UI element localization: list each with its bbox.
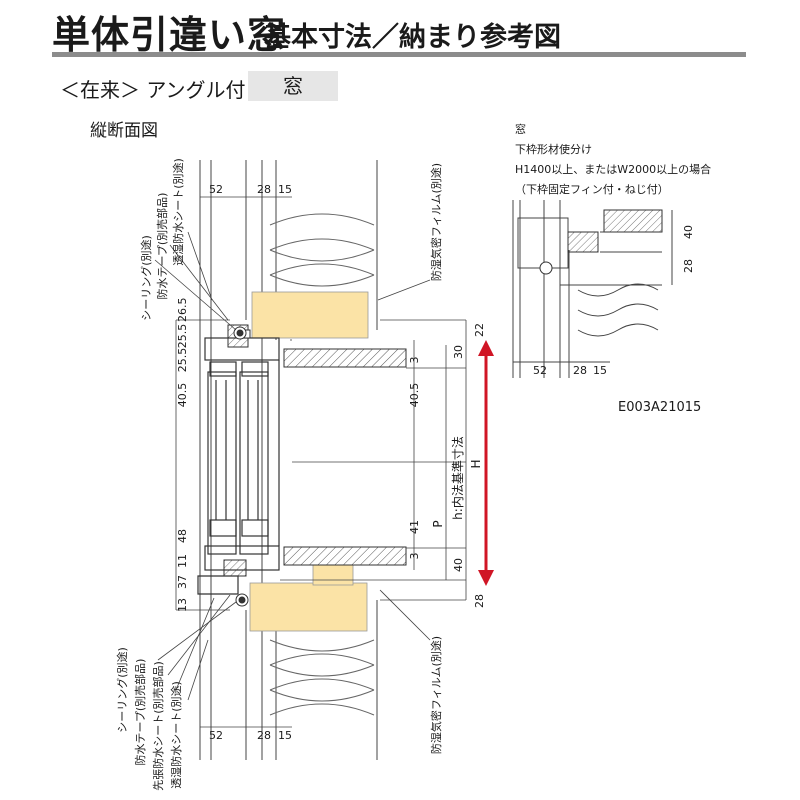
header-timber xyxy=(251,291,369,339)
page-title: 単体引違い窓 xyxy=(52,13,287,57)
dim-bottom-52: 52 xyxy=(209,729,223,742)
dim-left-1: 25.5 xyxy=(176,324,189,349)
insulation-lower xyxy=(269,639,375,716)
window-tag: 窓 xyxy=(248,71,338,101)
dim-right-30: 30 xyxy=(452,345,465,359)
dim-right-40-5: 40.5 xyxy=(408,383,421,408)
note-line-1: 窓 xyxy=(515,123,526,136)
note-line-2: 下枠形材使分け xyxy=(515,143,592,156)
inset-dim-28-right: 28 xyxy=(682,259,695,273)
dim-top-28: 28 xyxy=(257,183,271,196)
label-sheet-lower: 透湿防水シート(別途) xyxy=(169,681,183,789)
label-p: P xyxy=(431,520,445,527)
dim-bottom-28: 28 xyxy=(257,729,271,742)
inset-dim-52: 52 xyxy=(533,364,547,377)
title-rule xyxy=(52,52,746,57)
label-sealing-upper: シーリング(別途) xyxy=(139,235,153,321)
inset-hatch-lower xyxy=(567,231,599,253)
page-subtitle: 基本寸法／納まり参考図 xyxy=(264,22,561,53)
inset-dim-28: 28 xyxy=(573,364,587,377)
leader-lines xyxy=(154,231,431,701)
dim-top-15: 15 xyxy=(278,183,292,196)
h-arrow xyxy=(478,340,494,586)
dim-left-3: 25.5 xyxy=(176,348,189,373)
section-title: 縦断面図 xyxy=(90,121,158,141)
dim-left-6: 11 xyxy=(176,554,189,568)
dim-left-4: 40.5 xyxy=(176,383,189,408)
dimension-lines xyxy=(175,196,467,728)
label-sheet-upper: 透湿防水シート(別途) xyxy=(171,158,185,266)
dim-left-7: 37 xyxy=(176,575,189,589)
interior-board-lower xyxy=(283,546,407,566)
dim-left-8: 13 xyxy=(176,598,189,612)
sill-hatch-block xyxy=(223,559,247,577)
label-film-lower: 防湿気密フィルム(別途) xyxy=(429,636,443,754)
type-label: ＜在来＞ アングル付 xyxy=(60,78,246,102)
drawing-code: E003A21015 xyxy=(618,400,702,415)
dim-bottom-15: 15 xyxy=(278,729,292,742)
inset-dim-40: 40 xyxy=(682,225,695,239)
dim-right-3-lower: 3 xyxy=(408,553,421,560)
label-h: H xyxy=(469,459,483,468)
inset-hatch-upper xyxy=(603,209,663,233)
label-film-upper: 防湿気密フィルム(別途) xyxy=(429,163,443,281)
dim-right-28: 28 xyxy=(473,594,486,608)
insulation-upper xyxy=(269,213,375,287)
note-line-4: （下枠固定フィン付・ねじ付） xyxy=(515,183,669,196)
window-frame xyxy=(197,337,280,595)
sealant-beads xyxy=(233,326,249,607)
label-tape-upper: 防水テープ(別売部品) xyxy=(155,193,169,300)
dim-right-3-upper: 3 xyxy=(408,357,421,364)
note-line-3: H1400以上、またはW2000以上の場合 xyxy=(515,163,712,176)
dim-right-22: 22 xyxy=(473,323,486,337)
label-sealing-lower: シーリング(別途) xyxy=(115,647,129,733)
label-tape-lower: 防水テープ(別売部品) xyxy=(133,659,147,766)
label-precursor-sheet: 先張防水シート(別売部品) xyxy=(151,661,165,791)
interior-board-upper xyxy=(283,348,407,368)
inset-seal xyxy=(539,261,553,275)
dim-right-41: 41 xyxy=(408,520,421,534)
inset-dim-15: 15 xyxy=(593,364,607,377)
label-inner-std: h:内法基準寸法 xyxy=(450,436,465,520)
dim-left-5: 48 xyxy=(176,529,189,543)
dim-top-52: 52 xyxy=(209,183,223,196)
dim-right-40: 40 xyxy=(452,558,465,572)
sill-timber xyxy=(249,582,368,632)
dim-left-2: 26.5 xyxy=(176,298,189,323)
sill-block xyxy=(312,564,354,586)
